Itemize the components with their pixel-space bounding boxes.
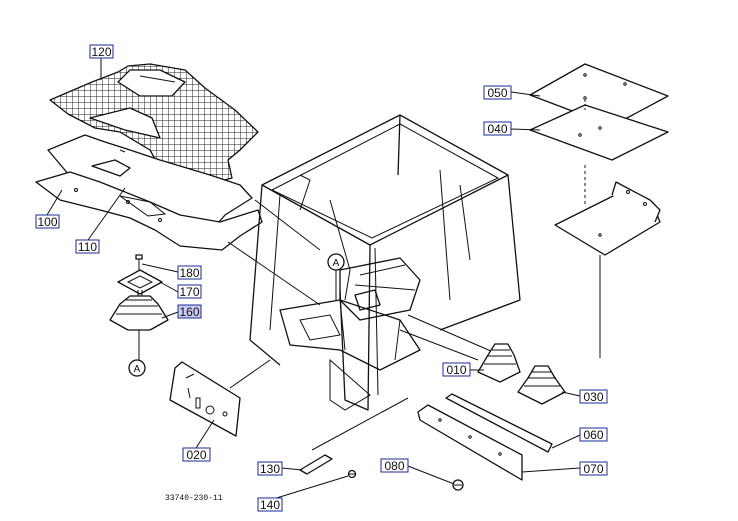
svg-text:100: 100 — [37, 215, 57, 229]
part-label-070[interactable]: 070 — [579, 461, 608, 476]
svg-text:040: 040 — [487, 122, 507, 136]
svg-text:160: 160 — [179, 305, 199, 319]
boot-010 — [477, 343, 521, 383]
view-marker-bottom: A — [128, 359, 146, 377]
part-label-020[interactable]: 020 — [182, 447, 211, 462]
part-label-160[interactable]: 160 — [177, 304, 202, 319]
insulation-sheet-100 — [35, 171, 263, 251]
svg-text:070: 070 — [583, 462, 603, 476]
bolt-140 — [347, 469, 357, 479]
svg-text:170: 170 — [179, 285, 199, 299]
part-label-110[interactable]: 110 — [75, 239, 100, 254]
plate-170 — [117, 269, 163, 295]
svg-text:120: 120 — [91, 45, 111, 59]
svg-text:080: 080 — [384, 459, 404, 473]
svg-text:060: 060 — [583, 428, 603, 442]
svg-text:A: A — [333, 258, 340, 269]
screw-080 — [452, 479, 464, 491]
part-label-120[interactable]: 120 — [89, 44, 114, 59]
svg-text:140: 140 — [260, 498, 280, 512]
boot-160 — [109, 290, 169, 331]
view-marker-top: A — [327, 253, 345, 300]
svg-text:110: 110 — [78, 240, 97, 254]
bolt-180 — [135, 254, 143, 272]
svg-text:050: 050 — [487, 86, 507, 100]
svg-text:030: 030 — [583, 390, 603, 404]
label-leaders — [46, 58, 581, 501]
boot-030 — [517, 365, 566, 405]
svg-text:180: 180 — [179, 266, 199, 280]
strip-070 — [417, 404, 523, 481]
cabin-frame — [249, 114, 521, 411]
cover-plate-020 — [169, 361, 241, 437]
svg-text:020: 020 — [186, 448, 206, 462]
panel-040 — [529, 104, 669, 161]
svg-text:A: A — [134, 364, 141, 375]
part-label-030[interactable]: 030 — [579, 389, 608, 404]
floor-mat-120 — [49, 63, 259, 187]
part-label-060[interactable]: 060 — [579, 427, 608, 442]
part-label-180[interactable]: 180 — [177, 265, 202, 280]
svg-text:130: 130 — [260, 462, 280, 476]
part-label-130[interactable]: 130 — [257, 461, 283, 476]
svg-text:010: 010 — [446, 363, 466, 377]
part-label-140[interactable]: 140 — [257, 497, 283, 512]
support-bracket — [554, 181, 661, 256]
part-label-010[interactable]: 010 — [442, 362, 471, 377]
part-label-050[interactable]: 050 — [483, 85, 512, 100]
strip-060 — [445, 393, 553, 453]
reference-code: 33740-230-11 — [165, 494, 223, 503]
bracket-130 — [299, 454, 333, 475]
part-label-170[interactable]: 170 — [177, 284, 202, 299]
part-label-040[interactable]: 040 — [483, 121, 512, 136]
part-label-100[interactable]: 100 — [35, 214, 60, 229]
part-label-080[interactable]: 080 — [380, 458, 409, 473]
